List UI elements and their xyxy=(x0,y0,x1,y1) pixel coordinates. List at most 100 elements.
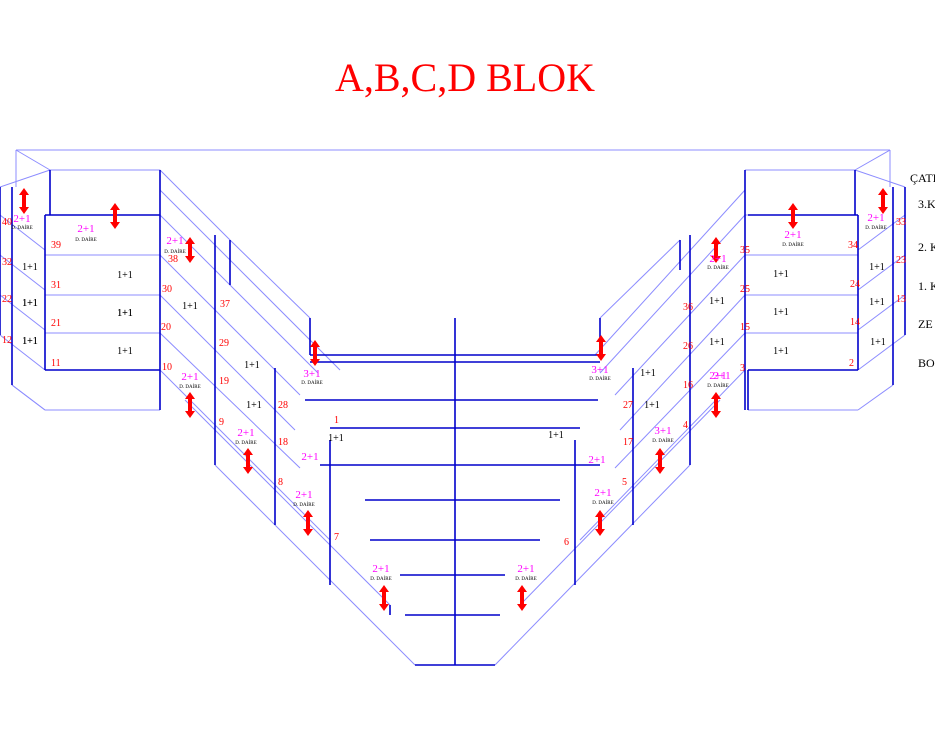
unit-number: 17 xyxy=(623,437,633,448)
unit-number: 9 xyxy=(219,417,224,428)
double-arrow-icon xyxy=(711,392,721,418)
unit-number: 37 xyxy=(220,299,230,310)
unit-type-label: 1+1 xyxy=(773,307,789,318)
unit-type-label: 1+1 xyxy=(117,308,133,319)
unit-type-label: 1+1 xyxy=(117,270,133,281)
unit-number: 11 xyxy=(51,358,61,369)
unit-type-label: 2+1 xyxy=(709,253,726,265)
double-arrow-icon xyxy=(110,203,120,229)
daire-label: D. DAİRE xyxy=(179,384,200,390)
unit-type-label: 1+1 xyxy=(244,360,260,371)
unit-number: 16 xyxy=(683,380,693,391)
unit-type-label: 1+1 xyxy=(869,262,885,273)
unit-type-label: 1+1 xyxy=(328,433,344,444)
unit-type-label: 2+1 xyxy=(13,213,30,225)
unit-number: 5 xyxy=(622,477,627,488)
unit-type-label: 2+1 xyxy=(166,235,183,247)
unit-number: 13 xyxy=(896,294,906,305)
double-arrow-icon xyxy=(517,585,527,611)
unit-number: 30 xyxy=(162,284,172,295)
unit-number: 27 xyxy=(623,400,633,411)
daire-label: D. DAİRE xyxy=(652,438,673,444)
unit-type-label: 1+1 xyxy=(182,301,198,312)
unit-type-label: 1+1 xyxy=(869,297,885,308)
unit-number: 3 xyxy=(740,363,745,374)
unit-number: 23 xyxy=(896,255,906,266)
unit-number: 31 xyxy=(51,280,61,291)
double-arrow-icon xyxy=(243,448,253,474)
unit-type-label: 1+1 xyxy=(773,269,789,280)
unit-type-label: 2+1 xyxy=(588,454,605,466)
unit-type-label: 2+1 xyxy=(181,371,198,383)
unit-number: 10 xyxy=(162,362,172,373)
access-arrows xyxy=(19,188,888,611)
daire-label: D. DAİRE xyxy=(235,440,256,446)
unit-type-label: 3+1 xyxy=(303,368,320,380)
double-arrow-icon xyxy=(185,392,195,418)
unit-number: 1 xyxy=(334,415,339,426)
daire-label: D. DAİRE xyxy=(782,242,803,248)
unit-type-label: 1+1 xyxy=(22,298,38,309)
unit-number: 25 xyxy=(740,284,750,295)
unit-type-label: 2+1 xyxy=(237,427,254,439)
floor-labels: ÇATI 3.K 2. K 1. K ZE BO xyxy=(910,171,935,370)
unit-number: 38 xyxy=(168,254,178,265)
daire-label: D. DAİRE xyxy=(865,225,886,231)
unit-number: 12 xyxy=(2,335,12,346)
unit-type-label: 1+1 xyxy=(773,346,789,357)
daire-label: D. DAİRE xyxy=(301,380,322,386)
unit-type-label: 1+1 xyxy=(22,336,38,347)
unit-type-label: 1+1 xyxy=(117,346,133,357)
unit-number: 39 xyxy=(51,240,61,251)
unit-type-label: 1+1 xyxy=(640,368,656,379)
unit-type-label: 3+1 xyxy=(591,364,608,376)
unit-number: 34 xyxy=(848,240,858,251)
unit-type-label: 2+1 xyxy=(301,451,318,463)
daire-label: D. DAİRE xyxy=(75,237,96,243)
floor-label: ÇATI xyxy=(910,171,935,185)
unit-type-label: 1+1 xyxy=(644,400,660,411)
unit-number: 7 xyxy=(334,532,339,543)
unit-number: 18 xyxy=(278,437,288,448)
unit-type-label: 3+1 xyxy=(654,425,671,437)
unit-number: 6 xyxy=(564,537,569,548)
unit-type-label: 1+1 xyxy=(22,336,38,347)
daire-label: D. DAİRE xyxy=(370,576,391,582)
unit-number: 20 xyxy=(161,322,171,333)
unit-type-label: 2+1 xyxy=(867,212,884,224)
daire-label: D. DAİRE xyxy=(164,249,185,255)
unit-number: 4 xyxy=(683,420,688,431)
unit-number: 29 xyxy=(219,338,229,349)
unit-number: 14 xyxy=(850,317,860,328)
floor-label: 2. K xyxy=(918,240,935,254)
unit-number: 8 xyxy=(278,477,283,488)
unit-number: 36 xyxy=(683,302,693,313)
daire-label: D. DAİRE xyxy=(11,225,32,231)
unit-type-label: 2+1 xyxy=(372,563,389,575)
unit-number: 19 xyxy=(219,376,229,387)
unit-type-label: 1+1 xyxy=(22,262,38,273)
floor-label: 3.K xyxy=(918,197,935,211)
unit-numbers: 4039323122211211383037202910192891887121… xyxy=(2,217,906,548)
unit-number: 26 xyxy=(683,341,693,352)
unit-type-label: 2+1 xyxy=(784,229,801,241)
unit-number: 22 xyxy=(2,294,12,305)
unit-number: 15 xyxy=(740,322,750,333)
unit-number: 21 xyxy=(51,318,61,329)
unit-type-label: 1+1 xyxy=(709,296,725,307)
unit-number: 32 xyxy=(2,257,12,268)
double-arrow-icon xyxy=(595,510,605,536)
double-arrow-icon xyxy=(788,203,798,229)
unit-type-label: 2+1 xyxy=(594,487,611,499)
unit-type-label: 2+1 xyxy=(77,223,94,235)
daire-label: D. DAİRE xyxy=(707,265,728,271)
unit-number: 28 xyxy=(278,400,288,411)
double-arrow-icon xyxy=(303,510,313,536)
unit-type-label: 1+1 xyxy=(548,430,564,441)
double-arrow-icon xyxy=(878,188,888,214)
daire-label: D. DAİRE xyxy=(589,376,610,382)
daire-label: D. DAİRE xyxy=(293,502,314,508)
unit-type-label: 1+1 xyxy=(246,400,262,411)
double-arrow-icon xyxy=(711,237,721,263)
